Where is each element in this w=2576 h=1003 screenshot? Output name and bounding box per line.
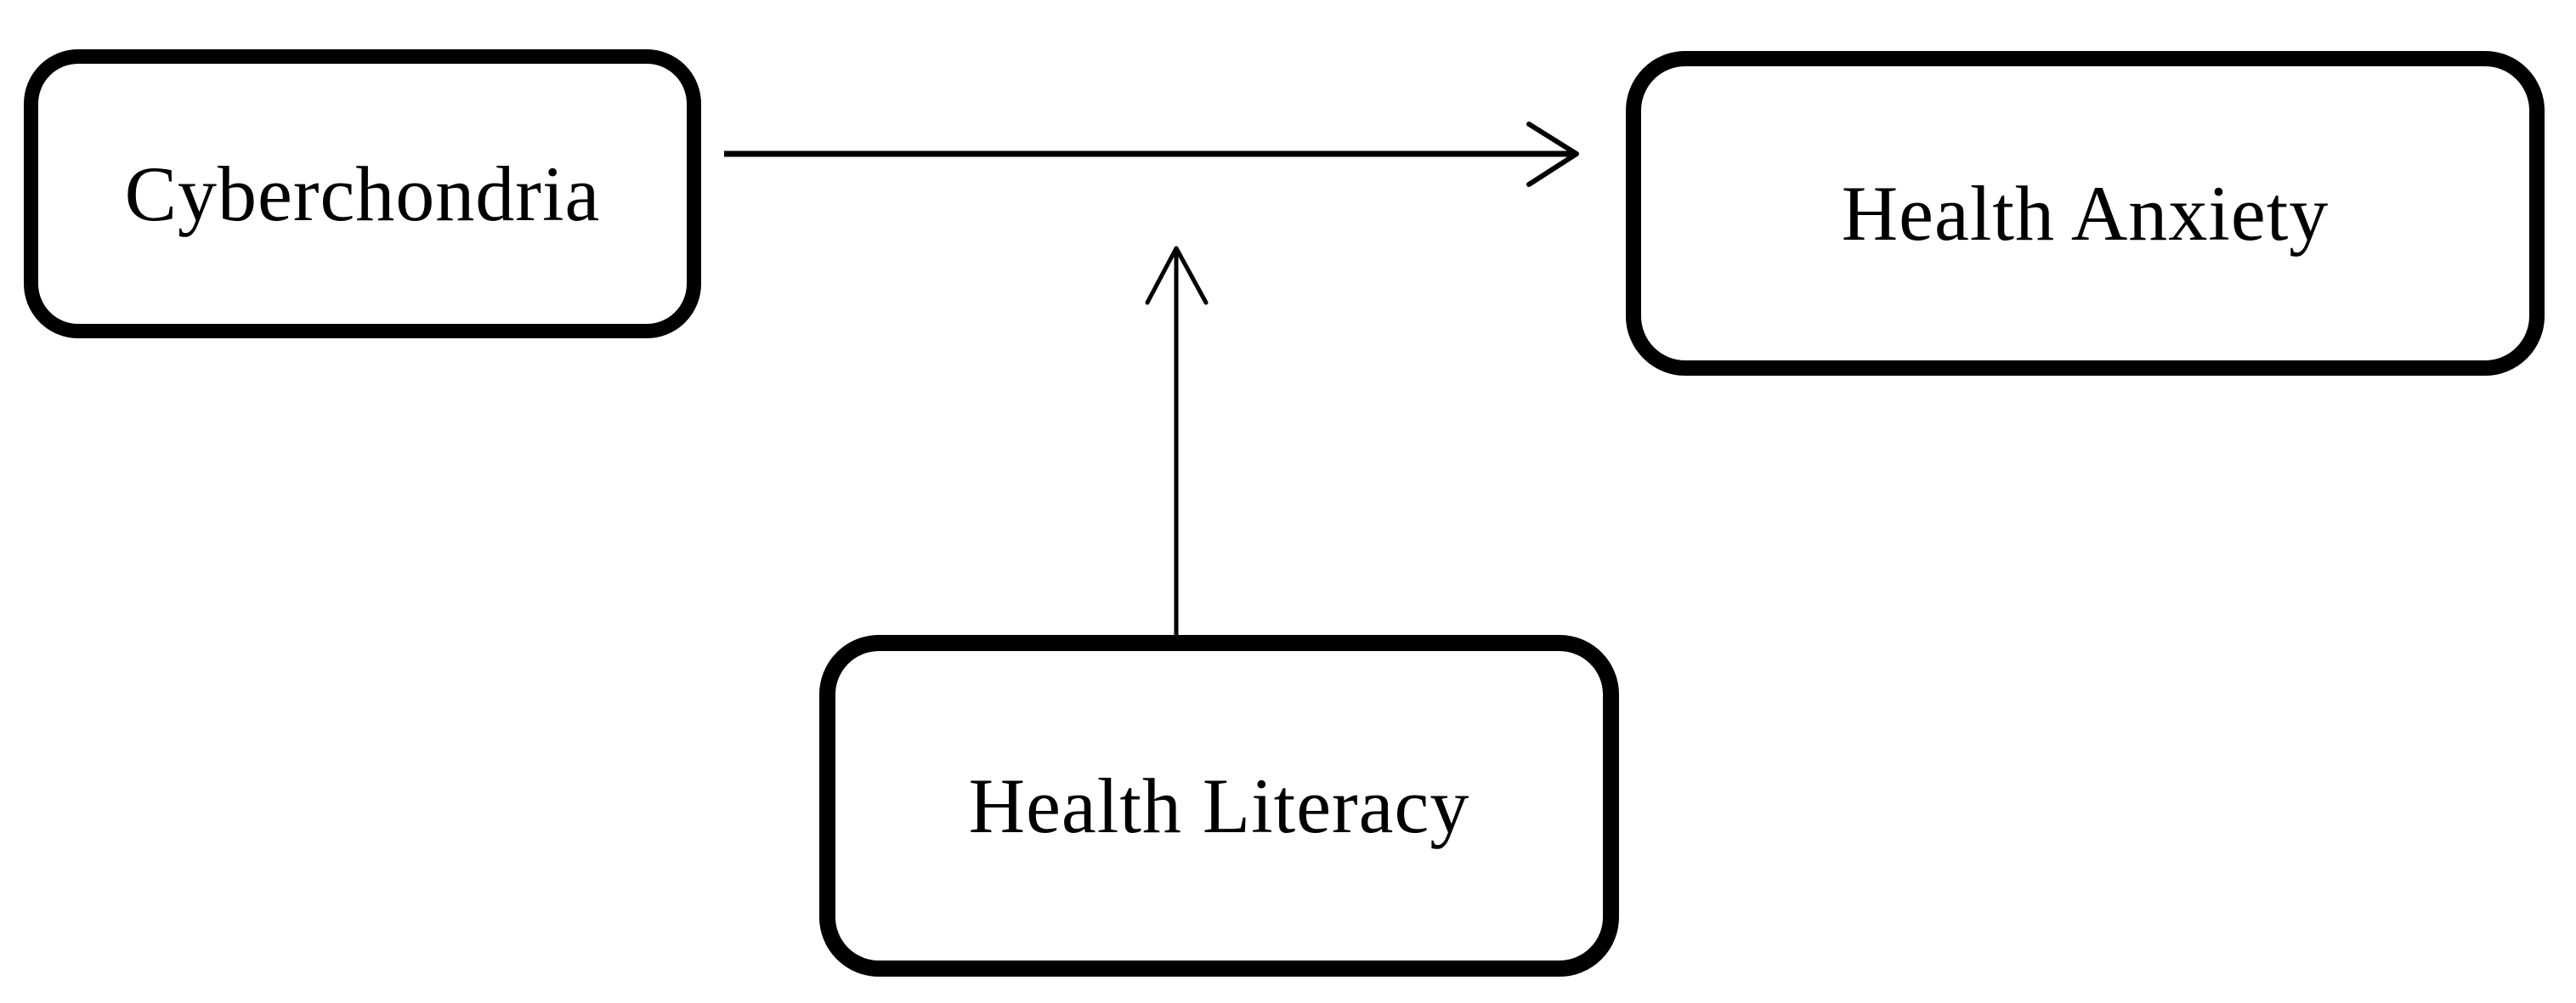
node-health-anxiety: Health Anxiety — [1626, 51, 2545, 376]
node-cyberchondria: Cyberchondria — [24, 49, 701, 338]
right-arrowhead-icon — [1526, 122, 1579, 187]
moderation-arrow — [1145, 246, 1209, 639]
node-health-anxiety-label: Health Anxiety — [1841, 170, 2330, 257]
node-cyberchondria-label: Cyberchondria — [124, 150, 601, 237]
up-arrowhead-icon — [1145, 246, 1209, 305]
direct-effect-arrow — [724, 122, 1579, 187]
node-health-literacy-label: Health Literacy — [968, 762, 1470, 849]
node-health-literacy: Health Literacy — [819, 635, 1619, 977]
